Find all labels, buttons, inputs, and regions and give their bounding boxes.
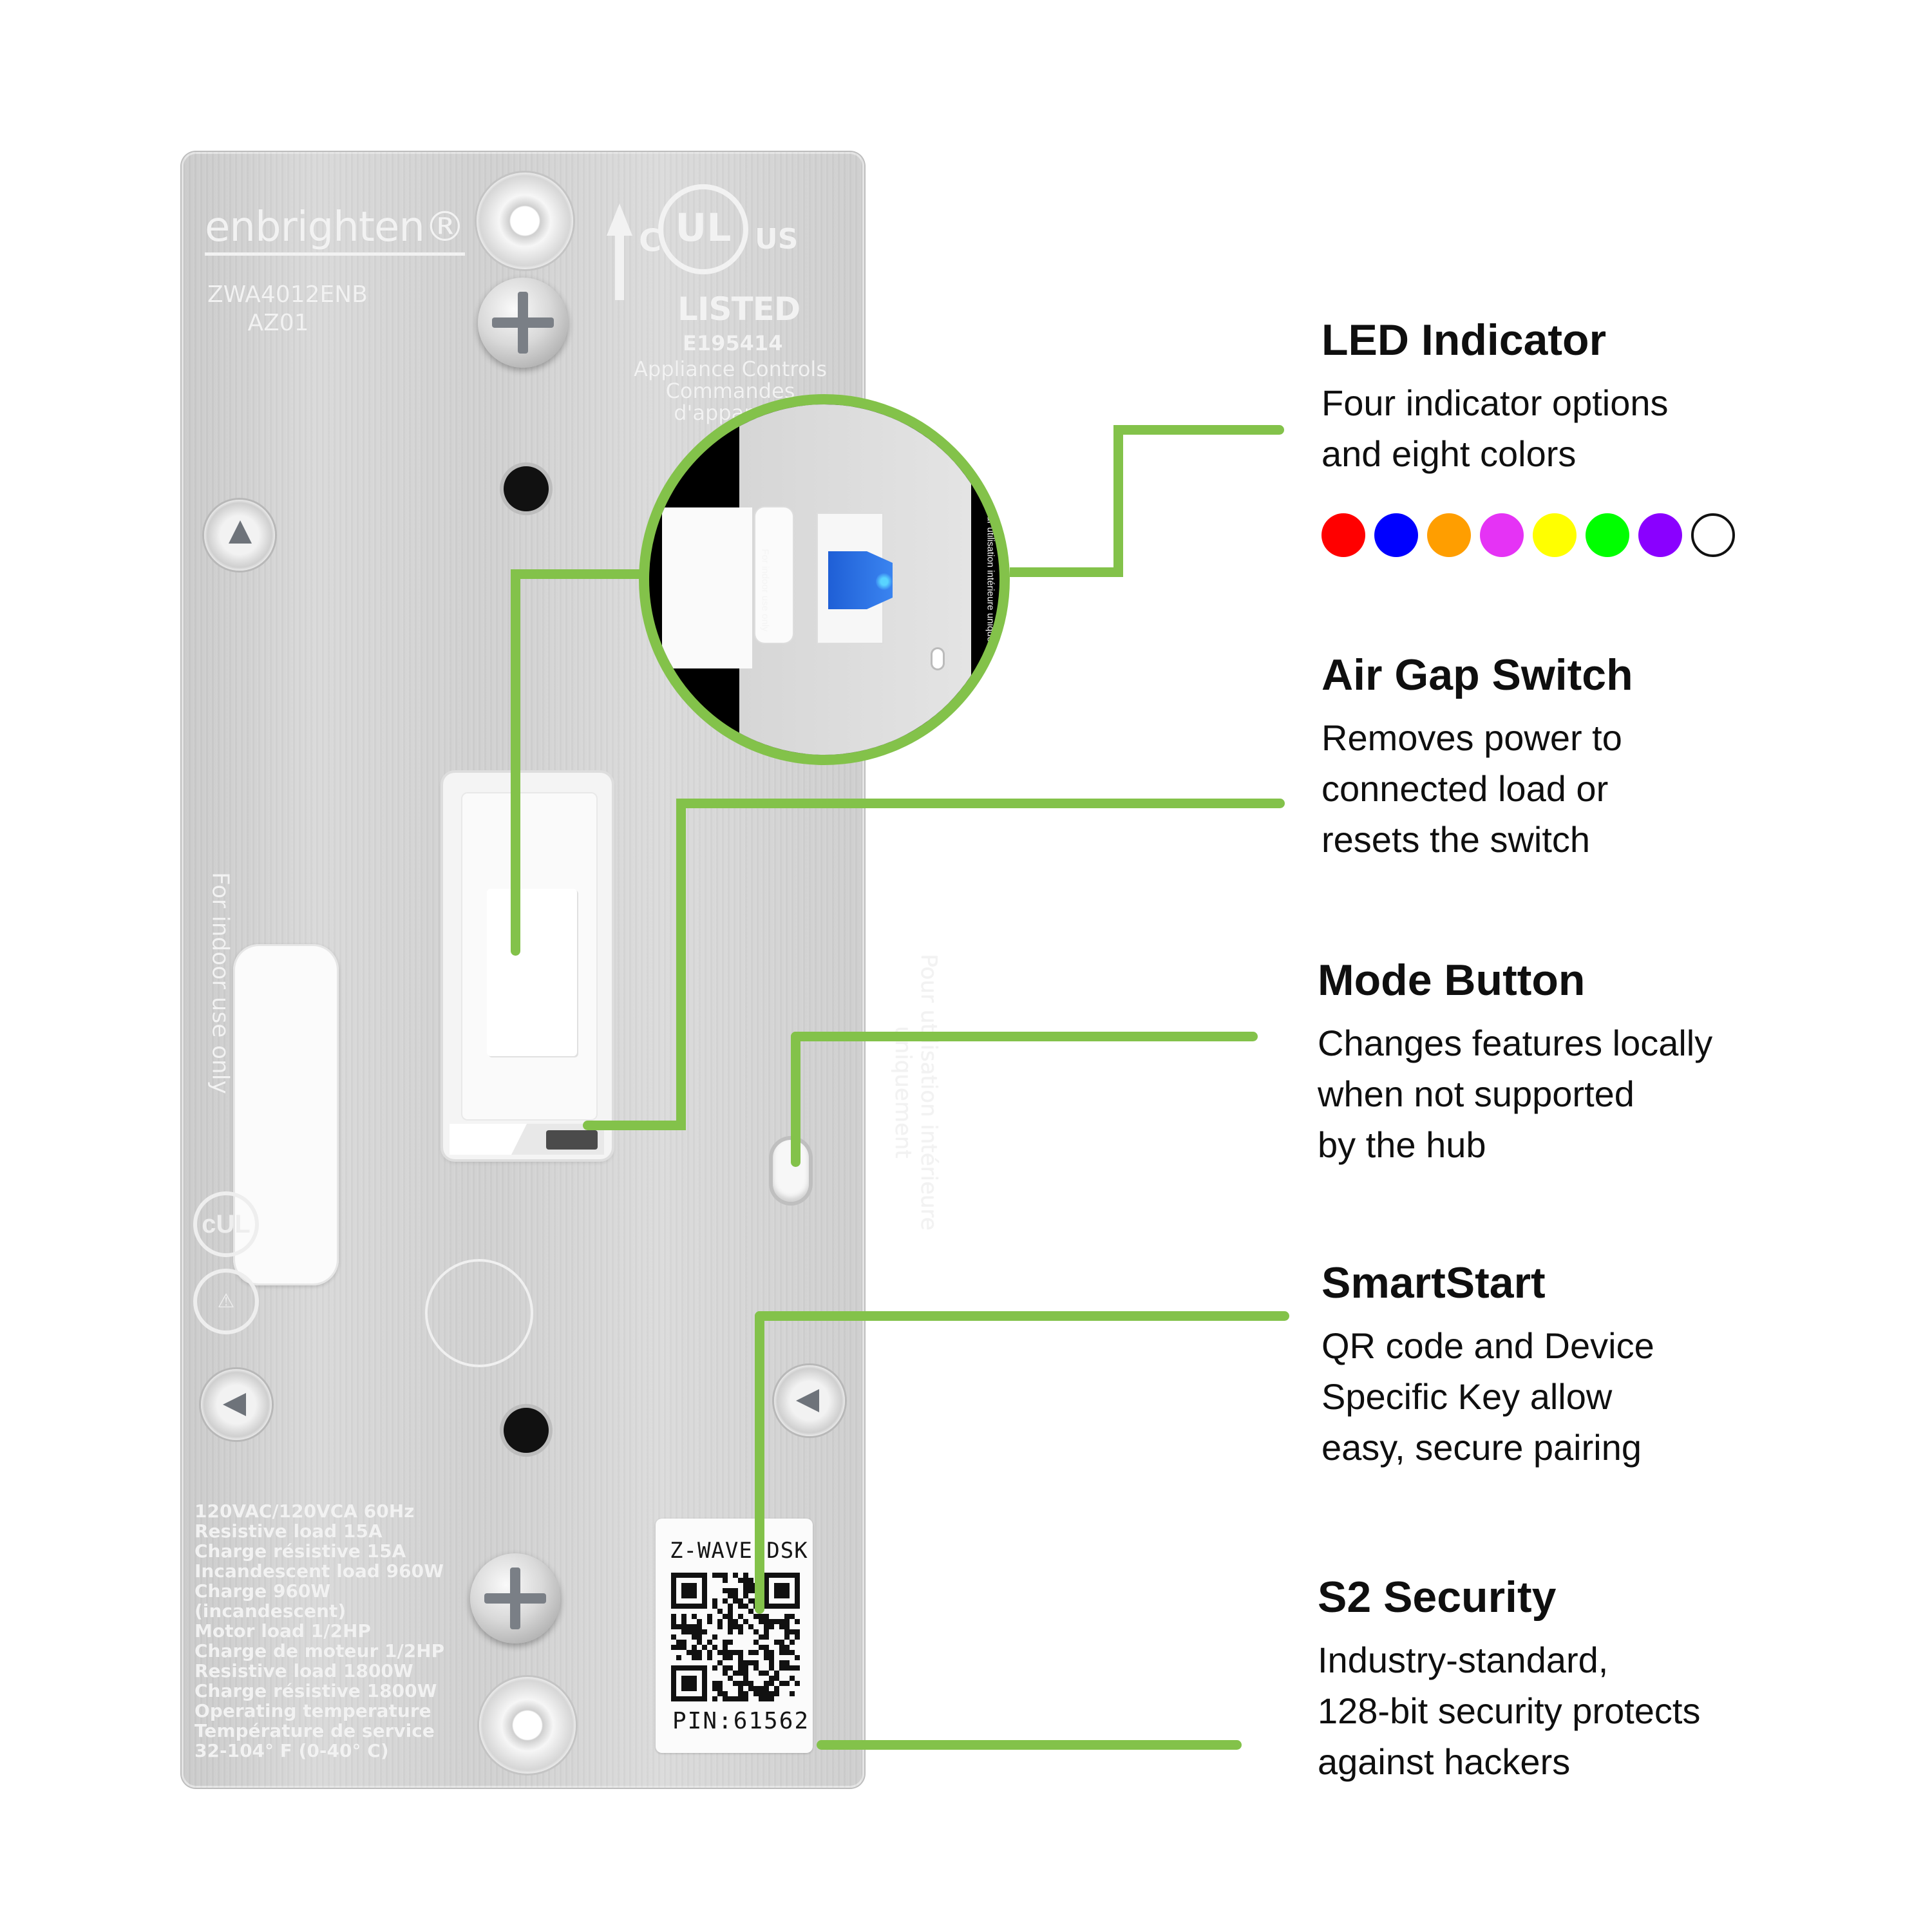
connector-segment — [1010, 567, 1123, 577]
color-swatch-yellow — [1533, 513, 1577, 557]
spec-line: Charge résistive 15A — [194, 1540, 406, 1562]
spec-line: (incandescent) — [194, 1600, 346, 1622]
spec-line: Charge de moteur 1/2HP — [194, 1640, 445, 1662]
inset-indoor-text-fr: Pour utilisation intérieure uniquement — [985, 504, 996, 664]
spec-line: Resistive load 15A — [194, 1520, 383, 1542]
inset-indoor-text: For indoor use only — [759, 549, 771, 632]
ah-cert-icon: ⚠ — [193, 1269, 259, 1334]
spec-line: Resistive load 1800W — [194, 1660, 413, 1681]
dsk-title: Z-WAVE DSK — [670, 1538, 808, 1564]
connector-segment — [791, 1032, 800, 1167]
callout-title: SmartStart — [1321, 1258, 1546, 1307]
ul-us-mark: US — [755, 223, 799, 256]
top-screw-icon — [478, 278, 568, 368]
top-left-terminal-icon — [204, 500, 275, 571]
spec-line: Température de service — [194, 1720, 435, 1741]
callout-mode-button: Mode Button Changes features locally whe… — [1318, 954, 1712, 1170]
connector-segment — [511, 569, 646, 579]
toggle-switch[interactable] — [443, 773, 612, 1159]
callout-title: S2 Security — [1318, 1573, 1557, 1622]
model-code: ZWA4012ENB — [207, 281, 368, 308]
cul-cert-icon: cUL — [193, 1191, 259, 1257]
z-wave-dsk-label: Z-WAVE DSK PIN:61562 — [656, 1519, 813, 1753]
spec-line: Charge résistive 1800W — [194, 1680, 437, 1701]
spec-line: Charge 960W — [194, 1580, 331, 1602]
model-revision: AZ01 — [247, 310, 309, 336]
bottom-mounting-ring — [479, 1677, 576, 1774]
connector-segment — [817, 1740, 1242, 1750]
color-swatch-blue — [1374, 513, 1418, 557]
connector-segment — [676, 799, 686, 1130]
bottom-left-terminal-icon — [201, 1369, 272, 1440]
qr-code-icon — [671, 1573, 800, 1701]
spec-line: Operating temperature — [194, 1700, 431, 1721]
ul-logo-icon: UL — [658, 184, 748, 274]
connector-segment — [676, 799, 1285, 808]
callout-title: Air Gap Switch — [1321, 650, 1633, 699]
color-swatch-purple — [1638, 513, 1682, 557]
color-swatch-green — [1586, 513, 1629, 557]
color-swatch-white — [1691, 513, 1735, 557]
callout-description: Industry-standard, 128-bit security prot… — [1318, 1640, 1701, 1782]
ul-c-mark: C — [639, 223, 662, 259]
callout-description: Removes power to connected load or reset… — [1321, 717, 1622, 860]
up-arrow-icon — [607, 204, 632, 300]
knockout-circle — [425, 1259, 533, 1367]
led-color-swatches — [1321, 513, 1735, 557]
connector-segment — [1113, 425, 1284, 435]
ul-file-number: E195414 — [683, 331, 783, 355]
inset-mode-button — [933, 649, 943, 668]
spec-line: Incandescent load 960W — [194, 1560, 444, 1582]
bottom-right-terminal-icon — [774, 1365, 845, 1436]
model-number: ZWA4012ENB AZ01 — [207, 281, 368, 337]
spec-line: Motor load 1/2HP — [194, 1620, 371, 1642]
callout-description: QR code and Device Specific Key allow ea… — [1321, 1325, 1654, 1468]
callout-smartstart: SmartStart QR code and Device Specific K… — [1321, 1257, 1654, 1473]
spec-line: 120VAC/120VCA 60Hz — [194, 1501, 415, 1522]
callout-description: Four indicator options and eight colors — [1321, 383, 1669, 474]
toggle-lever[interactable] — [487, 889, 577, 1056]
connector-segment — [1113, 425, 1123, 577]
brand-logo: enbrighten® — [205, 204, 466, 256]
inset-switch-body — [662, 507, 752, 668]
color-swatch-red — [1321, 513, 1365, 557]
color-swatch-orange — [1427, 513, 1471, 557]
toggle-housing — [461, 792, 598, 1121]
connector-segment — [511, 569, 520, 956]
connector-segment — [755, 1311, 764, 1614]
connector-segment — [755, 1311, 1289, 1321]
led-indicator-icon — [876, 573, 893, 590]
inset-light-bar — [755, 507, 793, 643]
connector-segment — [791, 1032, 1258, 1041]
connector-segment — [583, 1121, 686, 1130]
bottom-screw-icon — [470, 1553, 560, 1643]
callout-title: Mode Button — [1318, 956, 1586, 1005]
callout-description: Changes features locally when not suppor… — [1318, 1023, 1713, 1165]
color-swatch-pink — [1480, 513, 1524, 557]
dsk-pin: PIN:61562 — [672, 1708, 810, 1734]
callout-air-gap-switch: Air Gap Switch Removes power to connecte… — [1321, 649, 1633, 865]
spec-line: 32-104° F (0-40° C) — [194, 1740, 389, 1761]
callout-title: LED Indicator — [1321, 316, 1607, 365]
ul-listed-text: LISTED — [677, 290, 800, 328]
top-mounting-ring — [477, 173, 573, 269]
led-zoom-inset: Pour utilisation intérieure uniquement F… — [639, 394, 1010, 765]
callout-led-indicator: LED Indicator Four indicator options and… — [1321, 314, 1669, 479]
indoor-use-text-fr: Pour utilisation intérieure uniquement — [890, 954, 942, 1231]
indoor-use-text: For indoor use only — [207, 872, 234, 1094]
callout-s2-security: S2 Security Industry-standard, 128-bit s… — [1318, 1571, 1700, 1787]
air-gap-switch[interactable] — [450, 1124, 604, 1155]
top-mounting-hole — [504, 466, 549, 511]
bottom-mounting-hole — [504, 1408, 549, 1453]
